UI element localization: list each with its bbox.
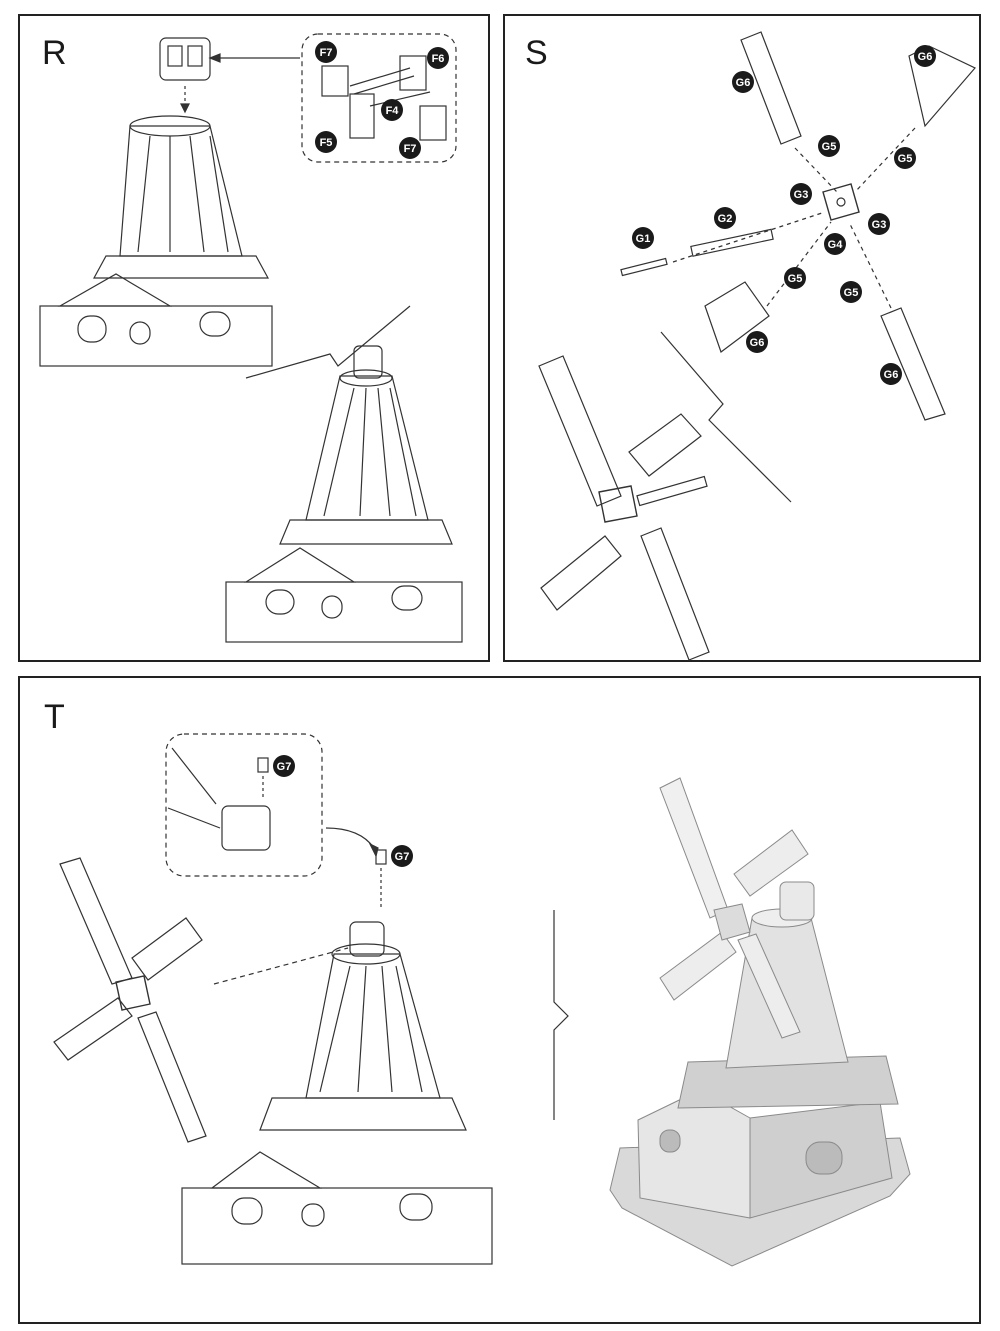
badge-g6-d: G6 [884, 369, 899, 381]
part-label-badges: F7 F6 F4 F5 F7 [315, 41, 449, 159]
badge-g5-d: G5 [844, 287, 859, 299]
badge-f5: F5 [320, 137, 333, 149]
step-letter: S [525, 34, 548, 72]
badge-f4: F4 [386, 105, 400, 117]
badge-g7-inset: G7 [277, 761, 292, 773]
badge-f7-bottom: F7 [404, 143, 417, 155]
step-t-panel: T [18, 676, 981, 1324]
badge-g6-a: G6 [736, 77, 751, 89]
step-letter: R [42, 34, 67, 72]
step-s-diagram: G6 G6 G5 G5 G3 G3 G2 G4 G1 G5 G5 G6 G6 [538, 31, 976, 661]
badge-g3-b: G3 [872, 219, 887, 231]
step-r-diagram: F7 F6 F4 F5 F7 [39, 33, 463, 643]
badge-g7-main: G7 [395, 851, 410, 863]
badge-g5-c: G5 [788, 273, 803, 285]
badge-f7-top: F7 [320, 47, 333, 59]
part-label-badges: G7 G7 [273, 755, 413, 867]
badge-g1: G1 [636, 233, 651, 245]
badge-g6-b: G6 [918, 51, 933, 63]
badge-g4: G4 [828, 239, 844, 251]
step-t-diagram: G7 G7 [53, 733, 911, 1267]
step-letter: T [44, 698, 65, 736]
badge-g5-b: G5 [898, 153, 913, 165]
top-cap-part [159, 37, 211, 81]
badge-g6-c: G6 [750, 337, 765, 349]
badge-g3-a: G3 [794, 189, 809, 201]
final-render [609, 777, 911, 1267]
step-s-panel: S [503, 14, 981, 662]
inset-box [165, 733, 323, 877]
badge-g5-a: G5 [822, 141, 837, 153]
inset-box [301, 33, 457, 163]
badge-f6: F6 [432, 53, 445, 65]
badge-g2: G2 [718, 213, 733, 225]
part-label-badges: G6 G6 G5 G5 G3 G3 G2 G4 G1 G5 G5 G6 G6 [632, 45, 936, 385]
step-r-panel: R [18, 14, 490, 662]
